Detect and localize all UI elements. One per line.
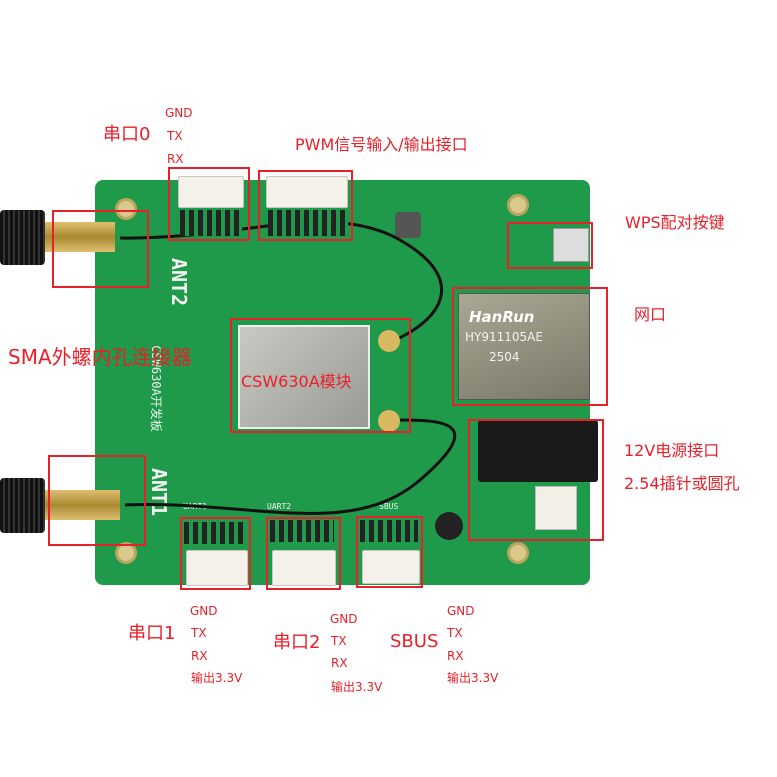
rj45-jack: HanRun HY911105AE 2504 xyxy=(458,293,590,400)
wps-button[interactable] xyxy=(553,228,589,262)
uart1-highlight xyxy=(180,517,251,590)
power-pin-header xyxy=(535,486,577,530)
uart1-pin-gnd: GND xyxy=(190,604,218,618)
sma-knob-top xyxy=(0,210,45,265)
rj45-model: HY911105AE xyxy=(465,330,543,344)
sbus-pin-3v3: 输出3.3V xyxy=(447,671,499,685)
uart0-pin-tx: TX xyxy=(167,129,183,143)
power-label-1: 12V电源接口 xyxy=(624,441,720,460)
sbus-pin-gnd: GND xyxy=(447,604,475,618)
uart2-pins xyxy=(270,520,334,542)
uart2-connector xyxy=(272,550,336,586)
sbus-pins xyxy=(360,520,418,542)
power-highlight xyxy=(468,419,604,541)
ethernet-highlight xyxy=(452,287,608,406)
sbus-connector xyxy=(362,550,420,584)
wps-label: WPS配对按键 xyxy=(625,213,725,232)
uart1-connector xyxy=(186,550,248,586)
uart2-silk: UART2 xyxy=(267,502,292,511)
uart2-pin-tx: TX xyxy=(331,634,347,648)
uart2-pin-gnd: GND xyxy=(330,612,358,626)
rj45-code: 2504 xyxy=(489,350,520,364)
uart0-pin-gnd: GND xyxy=(165,106,193,120)
uart1-title: 串口1 xyxy=(128,623,176,644)
uart1-pin-tx: TX xyxy=(191,626,207,640)
mount-hole xyxy=(507,542,529,564)
mount-hole xyxy=(115,198,137,220)
uart0-title: 串口0 xyxy=(103,124,151,145)
csw630a-module-shield xyxy=(238,325,370,429)
ipex-connector xyxy=(378,410,400,432)
sma-bottom-highlight xyxy=(48,455,146,546)
uart2-pin-3v3: 输出3.3V xyxy=(331,680,383,694)
pwm-connector xyxy=(266,176,348,208)
ipex-connector xyxy=(378,330,400,352)
uart2-pin-rx: RX xyxy=(331,656,348,670)
capacitor xyxy=(435,512,463,540)
power-label-2: 2.54插针或圆孔 xyxy=(624,474,740,493)
mount-hole xyxy=(507,194,529,216)
sbus-highlight xyxy=(356,516,423,588)
uart0-connector xyxy=(178,176,244,208)
uart2-title: 串口2 xyxy=(273,632,321,653)
ethernet-label: 网口 xyxy=(634,305,667,324)
mount-hole xyxy=(115,542,137,564)
sma-label: SMA外螺内孔连接器 xyxy=(8,345,192,369)
wps-highlight xyxy=(507,222,593,269)
uart1-pins xyxy=(184,522,246,544)
sbus-silk: SBUS xyxy=(379,502,399,511)
sma-knob-bottom xyxy=(0,478,45,533)
dc-power-jack xyxy=(478,420,598,482)
uart0-pin-rx: RX xyxy=(167,152,184,166)
sbus-title: SBUS xyxy=(390,631,439,652)
module-label: CSW630A模块 xyxy=(241,372,352,391)
sbus-pin-tx: TX xyxy=(447,626,463,640)
sbus-pin-rx: RX xyxy=(447,649,464,663)
rj45-brand: HanRun xyxy=(469,308,535,326)
uart0-pins xyxy=(180,210,242,236)
uart2-highlight xyxy=(266,517,341,590)
inductor xyxy=(395,212,421,238)
sma-connector-bottom xyxy=(45,490,120,520)
pwm-highlight xyxy=(258,170,353,241)
uart1-pin-rx: RX xyxy=(191,649,208,663)
uart1-pin-3v3: 输出3.3V xyxy=(191,671,243,685)
uart0-highlight xyxy=(168,167,250,241)
pwm-pins xyxy=(268,210,348,236)
sma-top-highlight xyxy=(52,210,149,288)
module-highlight xyxy=(230,318,411,433)
pwm-label: PWM信号输入/输出接口 xyxy=(295,135,468,154)
sma-connector-top xyxy=(45,222,115,252)
